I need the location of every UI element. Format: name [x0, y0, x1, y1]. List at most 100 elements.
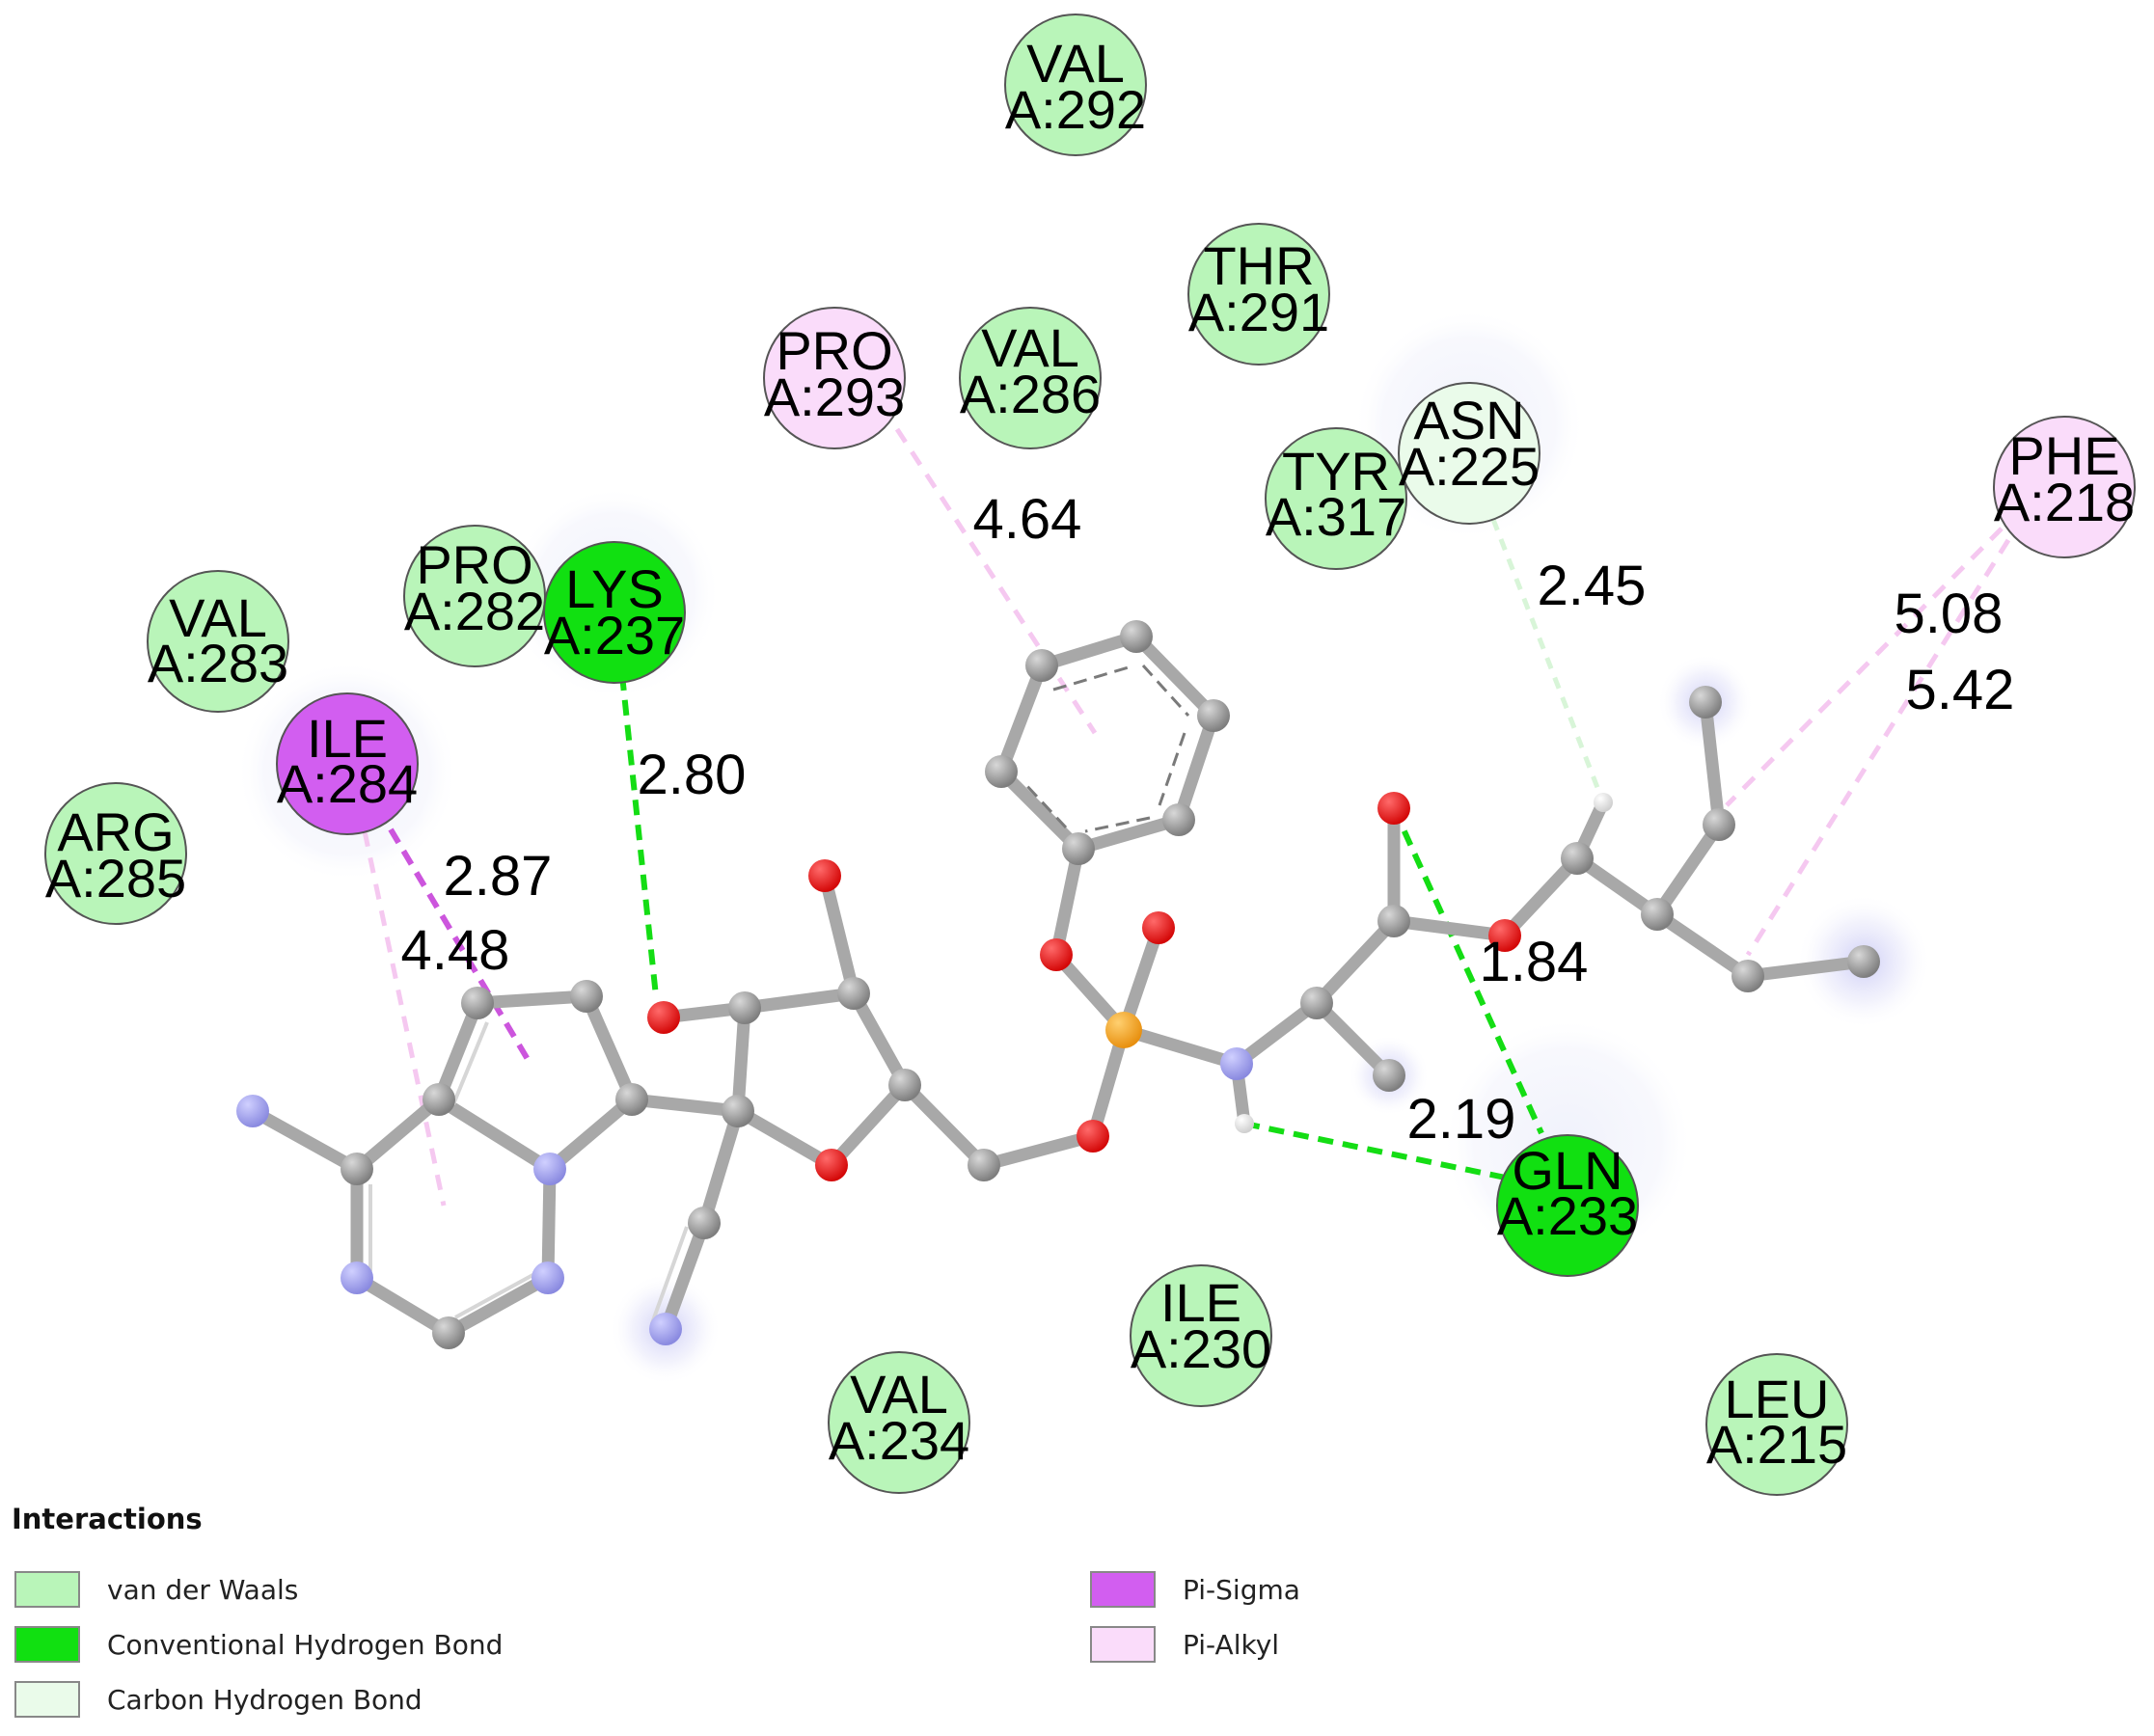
- pi-alkyl-line-phe218-a: [1725, 527, 2004, 807]
- residue-phe218[interactable]: PHE A:218: [1993, 416, 2136, 558]
- residue-val234[interactable]: VAL A:234: [828, 1351, 970, 1494]
- residue-disc: [147, 570, 289, 713]
- residue-disc: [1130, 1264, 1272, 1407]
- residue-name: LYS: [565, 558, 664, 619]
- residue-arg285[interactable]: ARG A:285: [44, 782, 187, 925]
- pi-sigma-line-ile284: [388, 827, 532, 1063]
- atom-c: [688, 1207, 721, 1239]
- residue-lys237[interactable]: LYS A:237: [543, 541, 686, 684]
- residue-number: A:283: [148, 633, 288, 693]
- residue-tyr317[interactable]: TYR A:317: [1265, 427, 1407, 570]
- atom-c: [837, 977, 870, 1010]
- atom-o: [1142, 911, 1175, 944]
- hbond-line-gln233-nh: [1243, 1121, 1525, 1184]
- residue-val292[interactable]: VAL A:292: [1004, 14, 1147, 156]
- atom-o: [1488, 919, 1521, 952]
- residue-number: A:233: [1497, 1185, 1638, 1246]
- residue-disc: [959, 307, 1102, 449]
- residue-layer: VAL A:292 THR A:291 PRO A:293 VAL A:286 …: [44, 14, 2136, 1496]
- distance-label: 2.80: [638, 744, 747, 806]
- atom-c: [985, 755, 1018, 788]
- legend-label: Pi-Alkyl: [1183, 1628, 1280, 1661]
- atom-c: [615, 1083, 648, 1116]
- atom-n: [532, 1261, 564, 1294]
- atom-c: [432, 1316, 465, 1349]
- atom-c: [1120, 620, 1153, 653]
- atom-n: [236, 1095, 269, 1127]
- legend-item-conventional-hydrogen-bond: Conventional Hydrogen Bond: [14, 1624, 503, 1665]
- legend-swatch: [14, 1681, 80, 1718]
- distance-label: 4.48: [401, 919, 510, 982]
- residue-disc: [1265, 427, 1407, 570]
- residue-number: A:284: [277, 753, 418, 814]
- residue-ile284[interactable]: ILE A:284: [276, 692, 419, 835]
- atom-c: [423, 1083, 455, 1116]
- residue-number: A:230: [1131, 1318, 1271, 1379]
- residue-leu215[interactable]: LEU A:215: [1705, 1353, 1848, 1496]
- legend-swatch: [14, 1626, 80, 1663]
- residue-thr291[interactable]: THR A:291: [1187, 223, 1330, 366]
- legend-title: Interactions: [12, 1503, 203, 1535]
- residue-name: ILE: [1160, 1272, 1241, 1333]
- residue-name: VAL: [981, 317, 1079, 378]
- aromatic-marks: [1022, 664, 1190, 833]
- legend-item-carbon-hydrogen-bond: Carbon Hydrogen Bond: [14, 1679, 423, 1720]
- residue-val283[interactable]: VAL A:283: [147, 570, 289, 713]
- atom-c: [461, 987, 494, 1019]
- atom-c: [1561, 842, 1594, 875]
- distance-label: 2.87: [444, 845, 553, 908]
- residue-name: THR: [1203, 235, 1314, 296]
- residue-disc: [828, 1351, 970, 1494]
- atom-n: [341, 1261, 373, 1294]
- atom-c: [1377, 905, 1410, 937]
- residue-name: ILE: [307, 708, 388, 769]
- legend: Interactions van der Waals Conventional …: [0, 1495, 2154, 1736]
- ligand-bonds: [246, 630, 1870, 1340]
- atom-h: [1235, 1114, 1254, 1133]
- legend-label: Carbon Hydrogen Bond: [107, 1683, 423, 1716]
- residue-name: PRO: [776, 320, 892, 381]
- residue-gln233[interactable]: GLN A:233: [1496, 1134, 1639, 1277]
- legend-label: Conventional Hydrogen Bond: [107, 1628, 504, 1661]
- atom-c: [1731, 960, 1764, 992]
- residue-number: A:286: [960, 364, 1101, 424]
- residue-number: A:218: [1994, 472, 2135, 532]
- legend-swatch: [1090, 1571, 1156, 1608]
- residue-disc: [763, 307, 906, 449]
- atom-o: [808, 859, 841, 892]
- atom-p: [1105, 1012, 1142, 1048]
- residue-number: A:317: [1266, 486, 1406, 547]
- hbond-line-lys237: [619, 674, 659, 997]
- distance-labels: 4.64 2.45 5.08 5.42 2.80 2.87 4.48 1.84 …: [401, 488, 2015, 1151]
- atom-c: [1703, 808, 1735, 841]
- legend-swatch: [14, 1571, 80, 1608]
- atom-h: [1594, 793, 1613, 812]
- atom-c: [1162, 803, 1195, 836]
- atom-c: [968, 1149, 1000, 1181]
- atom-o: [1040, 938, 1073, 971]
- legend-item-van-der-waals: van der Waals: [14, 1569, 298, 1610]
- residue-disc: [543, 541, 686, 684]
- residue-asn225[interactable]: ASN A:225: [1398, 382, 1541, 525]
- residue-disc: [276, 692, 419, 835]
- residue-name: ASN: [1413, 390, 1524, 450]
- interaction-lines: [362, 427, 2011, 1207]
- residue-disc: [1187, 223, 1330, 366]
- atom-c: [570, 980, 603, 1013]
- distance-label: 1.84: [1480, 931, 1589, 993]
- residue-ile230[interactable]: ILE A:230: [1130, 1264, 1272, 1407]
- legend-label: Pi-Sigma: [1183, 1573, 1300, 1606]
- residue-pro282[interactable]: PRO A:282: [403, 525, 546, 667]
- atom-c: [1373, 1059, 1405, 1092]
- atom-c: [1641, 898, 1674, 931]
- residue-name: VAL: [850, 1364, 948, 1424]
- residue-val286[interactable]: VAL A:286: [959, 307, 1102, 449]
- atom-n: [649, 1313, 682, 1345]
- atom-o: [815, 1149, 848, 1181]
- residue-pro293[interactable]: PRO A:293: [763, 307, 906, 449]
- atom-c: [722, 1095, 754, 1127]
- legend-label: van der Waals: [107, 1573, 299, 1606]
- carbon-hbond-line-asn225: [1483, 499, 1606, 803]
- residue-disc: [44, 782, 187, 925]
